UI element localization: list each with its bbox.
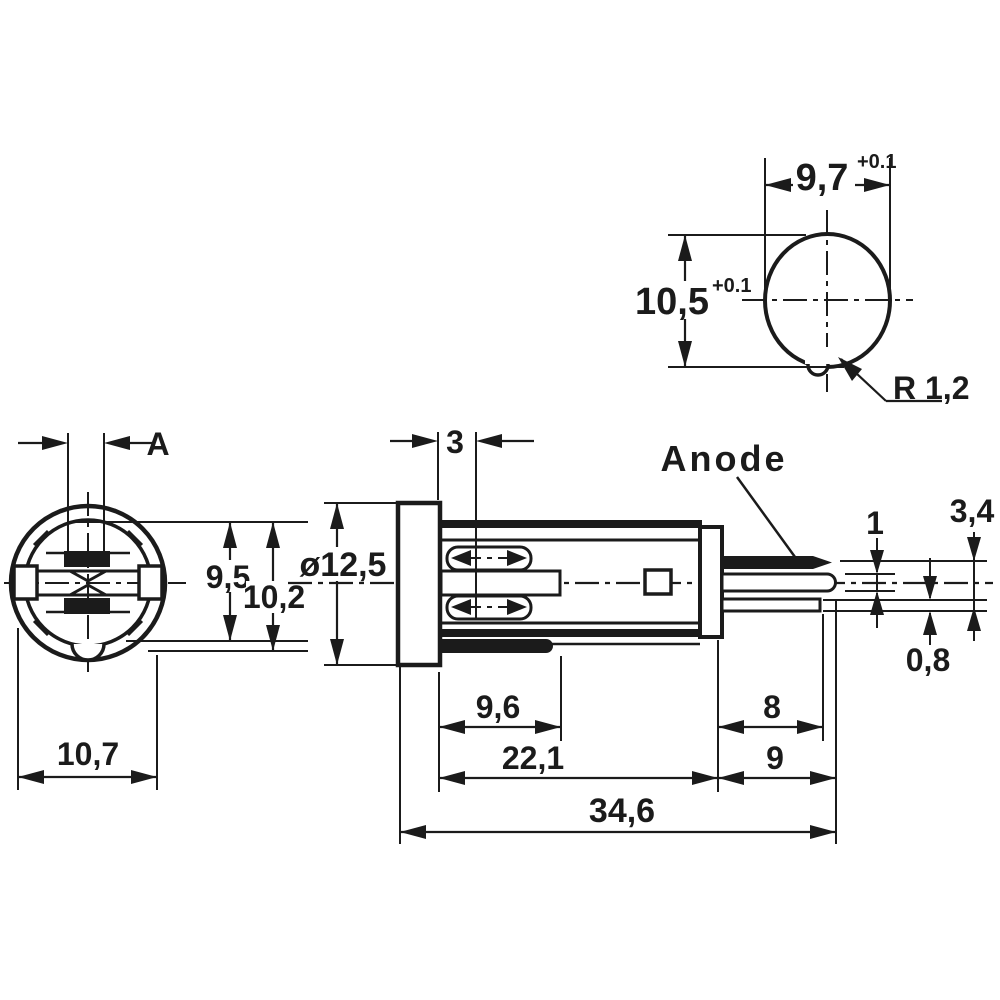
dim-contact-width-label: A (146, 426, 169, 462)
dim-front-section-label: 9,6 (476, 689, 520, 725)
dim-outer-width-label: 10,7 (57, 736, 119, 772)
arrowhead (223, 522, 237, 548)
spring-contact-lower (445, 594, 533, 621)
arrowhead (967, 537, 981, 561)
cathode-pin (720, 597, 822, 613)
arrowhead (718, 720, 744, 734)
flange (395, 500, 443, 668)
arrowhead (476, 434, 502, 448)
dim-flange-thickness-label: 3 (446, 424, 464, 460)
arrowhead (870, 550, 884, 574)
dim-pin-thickness-label: 0,8 (906, 642, 950, 678)
anode-label: Anode (661, 438, 788, 479)
dim-across-flats: 9,5 10,2 (70, 521, 308, 652)
dim-body-length: 22,1 (439, 740, 718, 785)
arrowhead (266, 625, 280, 651)
arrowhead (400, 825, 426, 839)
keyway-bump-front (70, 643, 106, 662)
arrowhead (266, 522, 280, 548)
dim-pin-length-short: 8 (718, 689, 823, 734)
dim-body-diameter-label: 10,2 (243, 579, 305, 615)
arrowhead (870, 591, 884, 615)
dim-front-section: 9,6 (439, 689, 561, 734)
body-key-detail (643, 568, 673, 596)
rear-cap (698, 525, 724, 639)
anode-leader-line (735, 476, 797, 558)
dim-outer-width: 10,7 (17, 628, 158, 790)
arrowhead (923, 576, 937, 600)
dim-flange-diameter: ø12,5 (299, 502, 396, 666)
arrowhead (18, 770, 44, 784)
bayonet-notches (32, 529, 144, 637)
arrowhead (718, 771, 744, 785)
arrowhead (864, 178, 890, 192)
arrowhead (838, 357, 862, 381)
dim-hole-height: 10,5 +0.1 (635, 234, 844, 368)
dim-contact-width: A (18, 426, 170, 551)
arrowhead (439, 771, 465, 785)
dim-overall-length: 34,6 (400, 792, 836, 839)
dim-overall-length-label: 34,6 (589, 792, 655, 830)
dim-hole-width-tolerance: +0.1 (857, 151, 896, 173)
arrowhead (810, 771, 836, 785)
dim-hole-height-tolerance: +0.1 (712, 275, 751, 297)
arrowhead (330, 503, 344, 529)
dim-hole-height-label: 10,5 (635, 281, 709, 323)
dim-pin-length-long-label: 9 (766, 740, 784, 776)
dim-pin-thickness: 0,8 (906, 558, 950, 678)
arrowhead (131, 770, 157, 784)
anode-pin (722, 556, 832, 569)
dim-flange-thickness: 3 (390, 424, 534, 500)
arrowhead (678, 341, 692, 367)
arrowhead (223, 615, 237, 641)
arrowhead (923, 611, 937, 635)
dim-flange-diameter-label: ø12,5 (300, 546, 387, 584)
contact-band (12, 564, 164, 601)
band-end-right (137, 564, 164, 601)
dim-pin-length-long: 9 (718, 740, 836, 785)
center-tongue (439, 569, 562, 597)
dim-pin-width-label: 1 (866, 505, 884, 541)
arrowhead (678, 235, 692, 261)
dim-hole-width-label: 9,7 (796, 157, 849, 199)
dim-pin-width: 1 (866, 505, 884, 628)
lower-contact (64, 598, 110, 614)
arrowhead (797, 720, 823, 734)
dim-pin-span-label: 3,4 (950, 493, 995, 529)
spring-contact-upper (445, 545, 533, 572)
arrowhead (330, 639, 344, 665)
dim-keyway-radius: R 1,2 (838, 357, 969, 406)
arrowhead (810, 825, 836, 839)
dim-across-flats-label: 9,5 (206, 559, 250, 595)
bottom-sleeve (440, 639, 553, 653)
center-pin (720, 572, 837, 593)
arrowhead (104, 436, 130, 450)
pin-extension-lines (823, 560, 987, 612)
front-view: A 9,5 10,2 10,7 (4, 426, 308, 790)
upper-contact (64, 551, 110, 567)
dim-pin-length-short-label: 8 (763, 689, 781, 725)
arrowhead (967, 607, 981, 631)
dim-body-length-label: 22,1 (502, 740, 564, 776)
hole-view: 9,7 +0.1 10,5 +0.1 R 1,2 (635, 151, 969, 406)
arrowhead (535, 720, 561, 734)
arrowhead (439, 720, 465, 734)
arrowhead (692, 771, 718, 785)
arrowhead (412, 434, 438, 448)
dim-hole-width: 9,7 +0.1 (764, 151, 896, 306)
housing-body (440, 520, 724, 653)
side-view: Anode 3 ø12,5 1 (288, 424, 994, 844)
arrowhead (42, 436, 68, 450)
arrowhead (765, 178, 791, 192)
dim-keyway-radius-label: R 1,2 (893, 370, 969, 406)
dim-pin-span: 3,4 (950, 493, 995, 641)
band-end-left (12, 564, 39, 601)
